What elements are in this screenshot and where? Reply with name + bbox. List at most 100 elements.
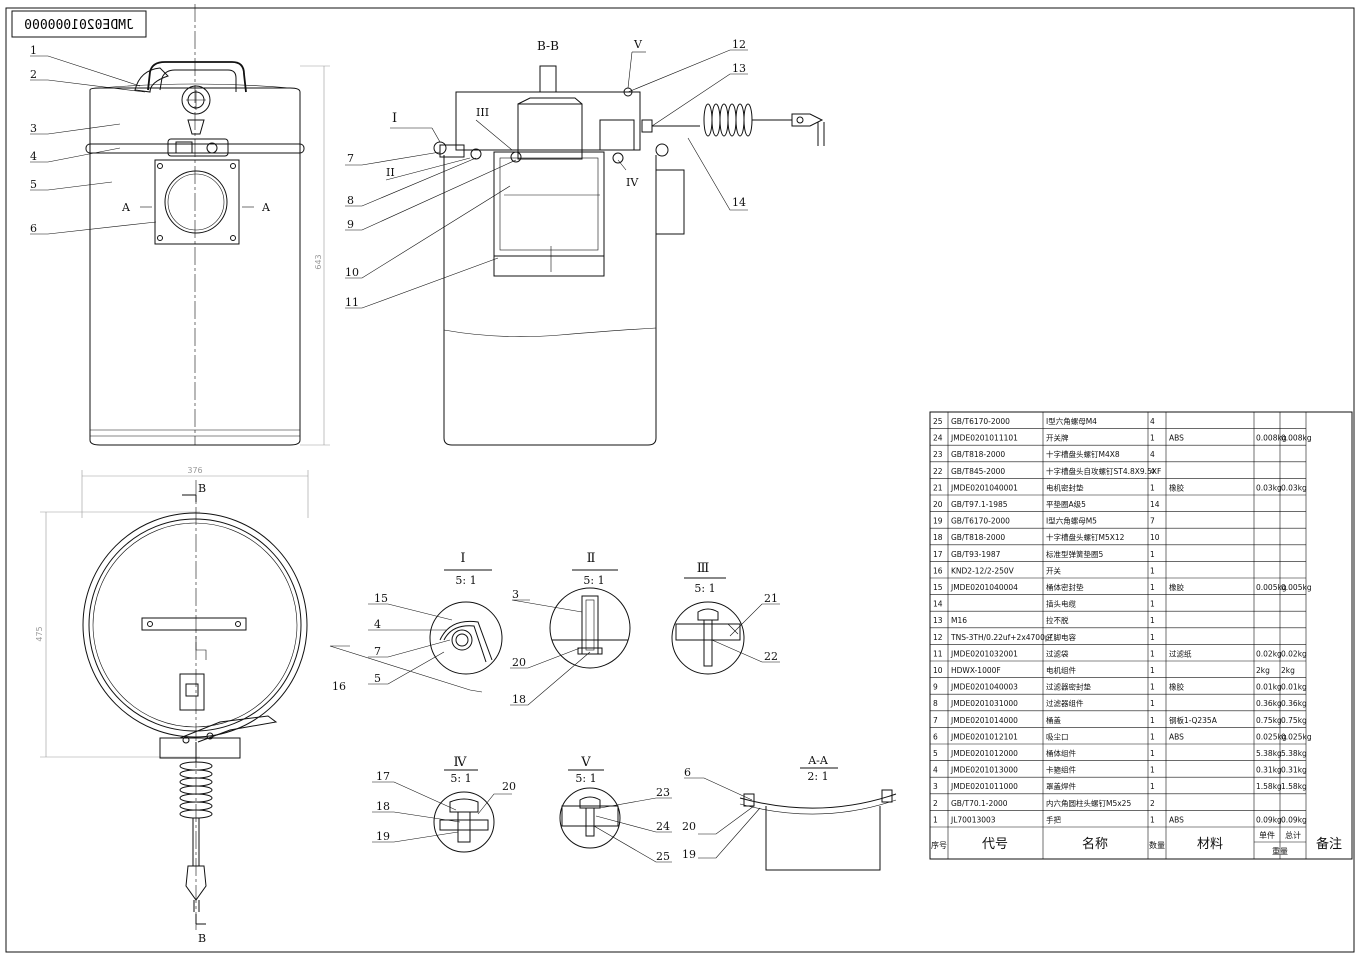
svg-text:过滤器组件: 过滤器组件 [1046, 698, 1084, 708]
svg-text:19: 19 [682, 848, 696, 861]
svg-text:0.008kg: 0.008kg [1256, 434, 1287, 443]
svg-text:12: 12 [933, 633, 943, 642]
svg-text:JMDE0201031000: JMDE0201031000 [950, 699, 1018, 708]
svg-text:6: 6 [30, 222, 37, 235]
view-mark-i: I [392, 111, 397, 126]
view-mark-iii: III [476, 106, 489, 119]
svg-text:10: 10 [933, 666, 943, 675]
svg-text:GB/T818-2000: GB/T818-2000 [951, 450, 1005, 459]
svg-text:17: 17 [376, 770, 390, 783]
svg-text:2: 2 [1150, 799, 1155, 808]
svg-text:GB/T6170-2000: GB/T6170-2000 [951, 517, 1010, 526]
svg-text:0.005kg: 0.005kg [1281, 583, 1312, 592]
svg-text:5: 1: 5: 1 [455, 574, 476, 587]
svg-text:14: 14 [732, 196, 746, 209]
svg-text:开关: 开关 [1046, 565, 1062, 575]
svg-text:5: 5 [374, 672, 381, 685]
view-b-top-label: B [198, 482, 206, 495]
svg-text:ABS: ABS [1169, 434, 1184, 443]
svg-text:4: 4 [374, 618, 381, 631]
svg-text:十字槽盘头螺钉M5X12: 十字槽盘头螺钉M5X12 [1046, 532, 1125, 542]
drawing-number-box: JMDE0201000000 [11, 10, 147, 38]
svg-text:0.09kg: 0.09kg [1256, 815, 1282, 824]
svg-text:十字槽盘头自攻螺钉ST4.8X9.5XF: 十字槽盘头自攻螺钉ST4.8X9.5XF [1046, 466, 1161, 476]
svg-text:13: 13 [933, 616, 943, 625]
svg-text:桶体密封垫: 桶体密封垫 [1046, 582, 1084, 592]
svg-text:GB/T818-2000: GB/T818-2000 [951, 533, 1005, 542]
svg-text:JMDE0201040004: JMDE0201040004 [950, 583, 1018, 592]
svg-text:14: 14 [1150, 500, 1160, 509]
svg-text:1: 1 [1150, 633, 1155, 642]
svg-text:25: 25 [656, 850, 670, 863]
svg-text:GB/T845-2000: GB/T845-2000 [951, 467, 1005, 476]
svg-text:11: 11 [933, 649, 943, 658]
section-aa: A-A 2: 1 [739, 754, 897, 871]
svg-text:Ⅲ: Ⅲ [697, 561, 710, 576]
svg-text:0.09kg: 0.09kg [1281, 815, 1307, 824]
top-view: 376 475 B B [35, 466, 309, 945]
svg-text:4: 4 [933, 766, 938, 775]
svg-text:备注: 备注 [1316, 836, 1342, 852]
svg-text:十字槽盘头螺钉M4X8: 十字槽盘头螺钉M4X8 [1046, 449, 1120, 459]
section-a-right-label: A [261, 201, 271, 214]
svg-text:JMDE0201040001: JMDE0201040001 [950, 483, 1018, 492]
svg-text:22: 22 [933, 467, 943, 476]
svg-text:20: 20 [933, 500, 943, 509]
svg-text:12: 12 [732, 38, 746, 51]
svg-text:3: 3 [933, 782, 938, 791]
svg-text:JL70013003: JL70013003 [950, 815, 996, 824]
svg-text:代号: 代号 [982, 837, 1008, 852]
svg-text:过滤器密封垫: 过滤器密封垫 [1046, 682, 1091, 692]
callouts: 1 2 3 4 5 6 7 8 9 10 11 12 13 14 15 16 1… [30, 38, 780, 863]
svg-text:0.02kg: 0.02kg [1281, 649, 1307, 658]
svg-text:4: 4 [1150, 417, 1155, 426]
svg-text:4: 4 [1150, 450, 1155, 459]
svg-text:2: 2 [933, 799, 938, 808]
bom-header: 序号代号名称数量材料单件总计重量备注 [931, 830, 1342, 856]
svg-text:橡胶: 橡胶 [1169, 582, 1185, 592]
svg-text:序号: 序号 [931, 840, 947, 850]
svg-text:1: 1 [1150, 782, 1155, 791]
svg-text:0.03kg: 0.03kg [1281, 483, 1307, 492]
svg-text:2kg: 2kg [1256, 666, 1270, 675]
view-mark-ii: II [386, 166, 395, 179]
svg-text:0.75kg: 0.75kg [1281, 716, 1307, 725]
detail-iii: Ⅲ 5: 1 [671, 561, 745, 675]
svg-text:1: 1 [1150, 649, 1155, 658]
svg-text:21: 21 [764, 592, 778, 605]
svg-text:GB/T97.1-1985: GB/T97.1-1985 [951, 500, 1008, 509]
svg-text:电机组件: 电机组件 [1046, 665, 1076, 675]
svg-text:过滤纸: 过滤纸 [1169, 648, 1192, 658]
view-mark-iv: IV [626, 176, 639, 189]
svg-text:1: 1 [1150, 732, 1155, 741]
svg-text:TNS-3TH/0.22uf+2x4700pf: TNS-3TH/0.22uf+2x4700pf [950, 633, 1053, 642]
svg-text:KND2-12/2-250V: KND2-12/2-250V [951, 566, 1015, 575]
svg-text:1: 1 [1150, 434, 1155, 443]
svg-text:1: 1 [1150, 600, 1155, 609]
svg-text:JMDE0201032001: JMDE0201032001 [950, 649, 1018, 658]
svg-text:16: 16 [933, 566, 943, 575]
svg-text:10: 10 [1150, 533, 1160, 542]
svg-text:ABS: ABS [1169, 732, 1184, 741]
svg-text:1: 1 [1150, 683, 1155, 692]
svg-text:2kg: 2kg [1281, 666, 1295, 675]
svg-text:4: 4 [30, 150, 37, 163]
drawing-number: JMDE0201000000 [24, 18, 134, 33]
svg-text:0.01kg: 0.01kg [1281, 683, 1307, 692]
